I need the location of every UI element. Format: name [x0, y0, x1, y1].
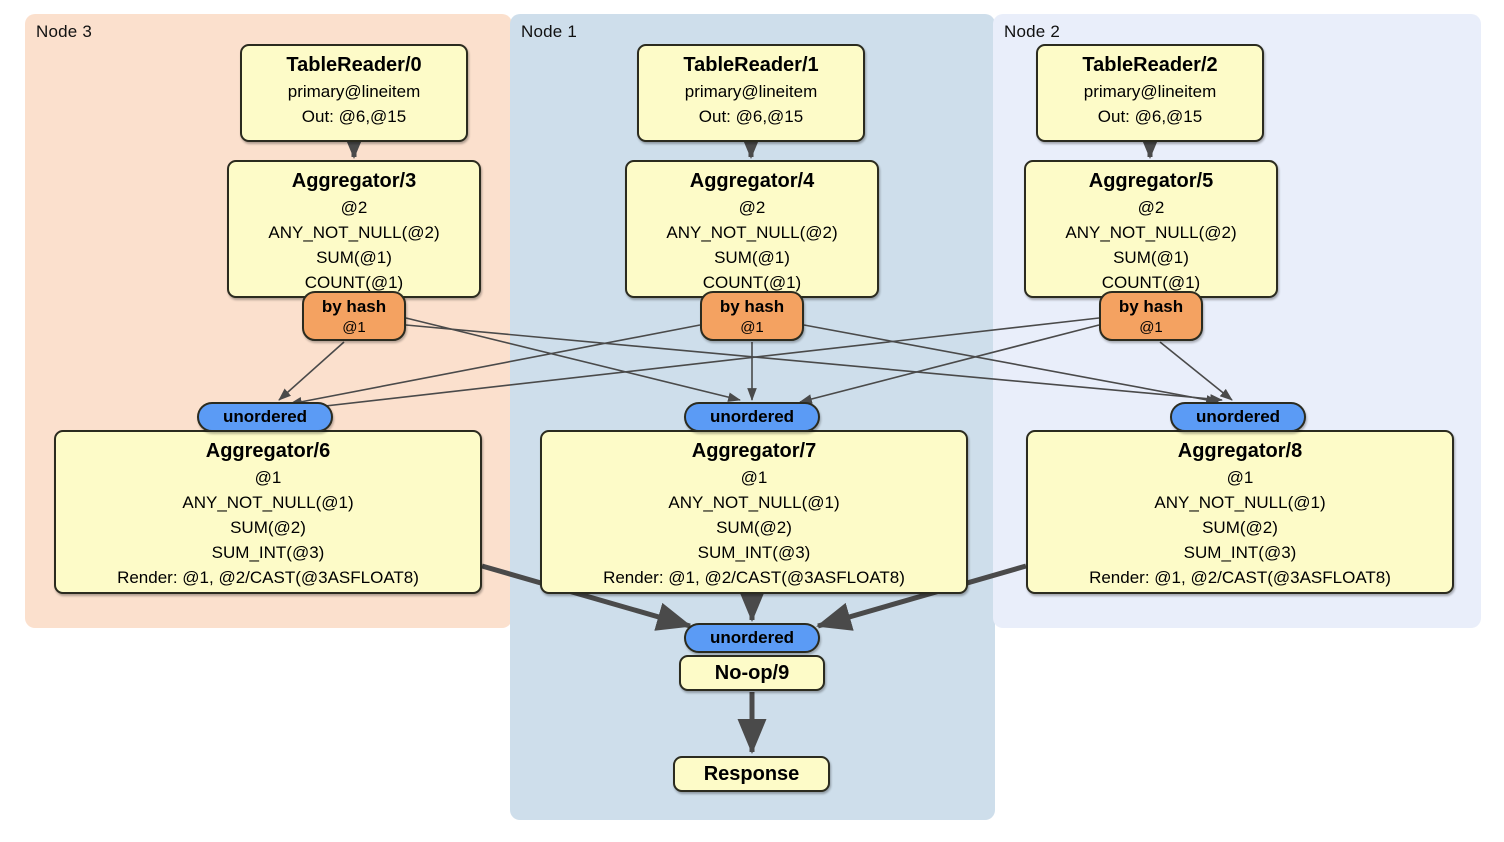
processor-title: Aggregator/5: [1088, 170, 1214, 192]
processor-detail-line: @2: [340, 198, 368, 217]
processor-title: TableReader/0: [286, 54, 422, 76]
processor-detail-line: COUNT(@1): [304, 273, 404, 292]
processor-detail-line: primary@lineitem: [1083, 82, 1217, 101]
processor-detail-line: SUM(@2): [716, 518, 792, 537]
processor-detail-line: Render: @1, @2/CAST(@3ASFLOAT8): [1089, 568, 1391, 587]
node-region-label-node1: Node 1: [521, 22, 578, 41]
processor-detail-line: Out: @6,@15: [698, 107, 804, 126]
processor-detail-line: SUM(@1): [1113, 248, 1189, 267]
processor-no-op-9[interactable]: No-op/9: [679, 655, 825, 691]
synchronizer-unordered-7[interactable]: unordered: [684, 402, 820, 432]
processor-detail-line: ANY_NOT_NULL(@1): [1154, 493, 1326, 512]
processor-detail-line: primary@lineitem: [684, 82, 818, 101]
processor-title: Response: [703, 763, 800, 785]
processor-detail-line: Out: @6,@15: [1097, 107, 1203, 126]
router-label: by hash: [719, 297, 785, 316]
processor-detail-line: SUM(@1): [316, 248, 392, 267]
processor-aggregator-6[interactable]: Aggregator/6 @1 ANY_NOT_NULL(@1) SUM(@2)…: [54, 430, 482, 594]
processor-detail-line: Render: @1, @2/CAST(@3ASFLOAT8): [117, 568, 419, 587]
router-sublabel: @1: [342, 319, 366, 336]
processor-title: Aggregator/4: [689, 170, 815, 192]
processor-title: Aggregator/7: [691, 440, 817, 462]
processor-title: Aggregator/3: [291, 170, 417, 192]
processor-detail-line: ANY_NOT_NULL(@2): [666, 223, 838, 242]
processor-detail-line: @1: [1226, 468, 1254, 487]
processor-title: TableReader/2: [1082, 54, 1218, 76]
processor-detail-line: @1: [740, 468, 768, 487]
router-by-hash-5[interactable]: by hash @1: [1099, 291, 1203, 341]
router-sublabel: @1: [740, 319, 764, 336]
processor-detail-line: SUM(@1): [714, 248, 790, 267]
router-sublabel: @1: [1139, 319, 1163, 336]
processor-aggregator-5[interactable]: Aggregator/5 @2 ANY_NOT_NULL(@2) SUM(@1)…: [1024, 160, 1278, 298]
synchronizer-unordered-6[interactable]: unordered: [197, 402, 333, 432]
synchronizer-unordered-8[interactable]: unordered: [1170, 402, 1306, 432]
processor-detail-line: SUM_INT(@3): [1183, 543, 1297, 562]
router-by-hash-4[interactable]: by hash @1: [700, 291, 804, 341]
processor-detail-line: ANY_NOT_NULL(@1): [668, 493, 840, 512]
processor-detail-line: primary@lineitem: [287, 82, 421, 101]
processor-detail-line: SUM(@2): [1202, 518, 1278, 537]
node-region-label-node2: Node 2: [1004, 22, 1061, 41]
processor-detail-line: Out: @6,@15: [301, 107, 407, 126]
synchronizer-unordered-final[interactable]: unordered: [684, 623, 820, 653]
processor-aggregator-8[interactable]: Aggregator/8 @1 ANY_NOT_NULL(@1) SUM(@2)…: [1026, 430, 1454, 594]
processor-aggregator-7[interactable]: Aggregator/7 @1 ANY_NOT_NULL(@1) SUM(@2)…: [540, 430, 968, 594]
router-by-hash-3[interactable]: by hash @1: [302, 291, 406, 341]
processor-title: No-op/9: [714, 662, 790, 684]
processor-detail-line: SUM_INT(@3): [697, 543, 811, 562]
processor-title: Aggregator/6: [205, 440, 331, 462]
processor-detail-line: SUM_INT(@3): [211, 543, 325, 562]
processor-detail-line: COUNT(@1): [702, 273, 802, 292]
processor-response[interactable]: Response: [673, 756, 830, 792]
processor-detail-line: ANY_NOT_NULL(@2): [1065, 223, 1237, 242]
processor-detail-line: @1: [254, 468, 282, 487]
node-region-label-node3: Node 3: [36, 22, 93, 41]
processor-tablereader-2[interactable]: TableReader/2 primary@lineitem Out: @6,@…: [1036, 44, 1264, 142]
router-label: by hash: [321, 297, 387, 316]
processor-detail-line: ANY_NOT_NULL(@1): [182, 493, 354, 512]
processor-tablereader-0[interactable]: TableReader/0 primary@lineitem Out: @6,@…: [240, 44, 468, 142]
processor-detail-line: ANY_NOT_NULL(@2): [268, 223, 440, 242]
processor-aggregator-3[interactable]: Aggregator/3 @2 ANY_NOT_NULL(@2) SUM(@1)…: [227, 160, 481, 298]
processor-title: TableReader/1: [683, 54, 819, 76]
processor-detail-line: @2: [1137, 198, 1165, 217]
processor-title: Aggregator/8: [1177, 440, 1303, 462]
processor-detail-line: Render: @1, @2/CAST(@3ASFLOAT8): [603, 568, 905, 587]
processor-tablereader-1[interactable]: TableReader/1 primary@lineitem Out: @6,@…: [637, 44, 865, 142]
processor-aggregator-4[interactable]: Aggregator/4 @2 ANY_NOT_NULL(@2) SUM(@1)…: [625, 160, 879, 298]
processor-detail-line: COUNT(@1): [1101, 273, 1201, 292]
router-label: by hash: [1118, 297, 1184, 316]
processor-detail-line: SUM(@2): [230, 518, 306, 537]
processor-detail-line: @2: [738, 198, 766, 217]
